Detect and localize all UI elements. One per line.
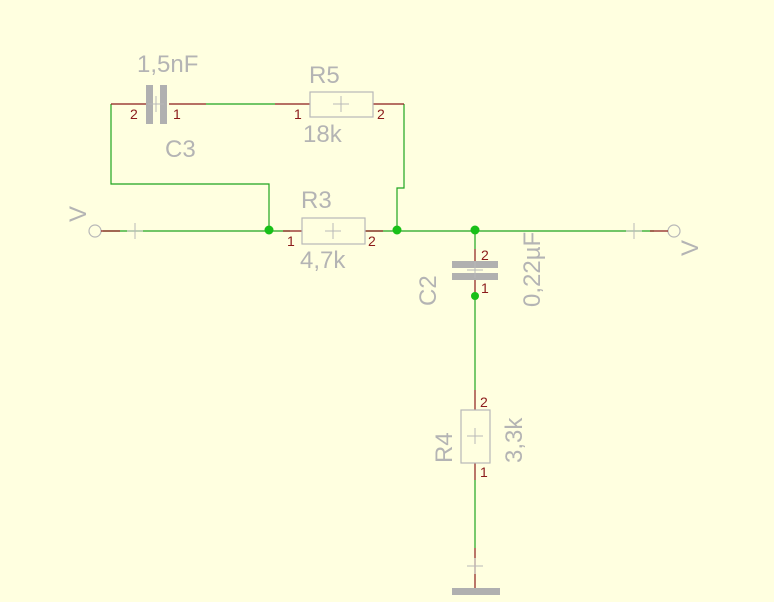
r5-pin-left: 1 (294, 106, 302, 122)
wire-feedback-left (110, 104, 270, 231)
c3-pin-right: 1 (173, 106, 181, 122)
junction-output-node (470, 225, 480, 235)
r5-pin-right: 2 (377, 106, 385, 122)
capacitor-c3[interactable]: 1,5nF C3 2 1 (111, 51, 206, 163)
wire-feedback-right (396, 104, 405, 231)
r4-value: 3,3k (501, 417, 528, 463)
r5-body (309, 91, 374, 118)
input-port-terminal[interactable] (88, 224, 102, 238)
r5-value: 18k (303, 121, 343, 148)
r3-name: R3 (301, 187, 332, 214)
r5-name: R5 (309, 62, 340, 89)
c2-value: 0,22µF (519, 232, 546, 307)
r4-name: R4 (431, 432, 458, 463)
output-port-label: V (677, 240, 704, 256)
output-port[interactable]: V (626, 223, 704, 256)
c3-pin-left: 2 (130, 106, 138, 122)
input-port-label: V (65, 206, 92, 222)
r4-pin-bottom: 1 (480, 464, 488, 480)
junction-input-node (264, 225, 274, 235)
junction-r3-r5-node (392, 225, 402, 235)
resistor-r3[interactable]: R3 4,7k 1 2 (283, 187, 383, 274)
output-port-terminal[interactable] (667, 224, 681, 238)
junctions (264, 225, 480, 300)
r4-body (460, 409, 491, 464)
resistor-r5[interactable]: R5 18k 1 2 (275, 62, 404, 148)
r3-pin-right: 2 (368, 233, 376, 249)
r3-body (301, 217, 366, 245)
c3-value: 1,5nF (137, 51, 198, 78)
resistor-r4[interactable]: R4 3,3k 2 1 (431, 390, 528, 480)
ground-symbol[interactable] (452, 548, 500, 595)
capacitor-c2[interactable]: C2 0,22µF 2 1 (415, 232, 546, 307)
r4-pin-top: 2 (480, 394, 488, 410)
c3-name: C3 (165, 136, 196, 163)
input-port[interactable]: V (65, 206, 143, 239)
ground-bar (452, 588, 500, 595)
r3-pin-left: 1 (287, 233, 295, 249)
c2-name: C2 (415, 275, 442, 306)
junction-c2-r4-node (471, 292, 479, 300)
c2-pin-top: 2 (481, 247, 489, 263)
r3-value: 4,7k (300, 247, 346, 274)
c2-pin-bottom: 1 (481, 280, 489, 296)
wires (103, 104, 654, 548)
